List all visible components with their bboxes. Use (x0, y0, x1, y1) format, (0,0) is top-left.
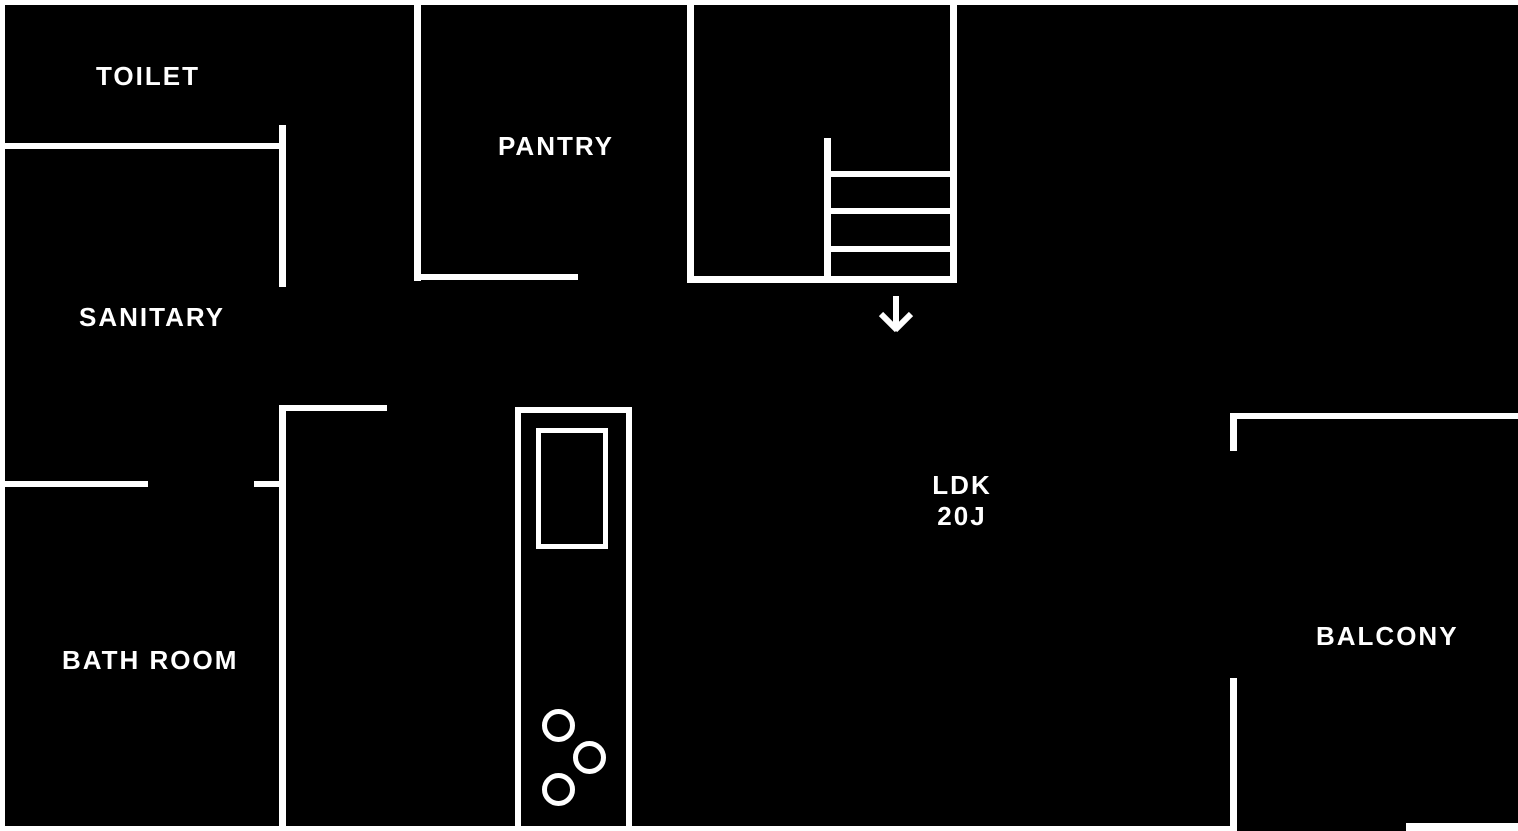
wall-balcony-bottom (1406, 823, 1518, 831)
room-label-balcony: BALCONY (1316, 621, 1459, 651)
wall-pantry-bottom (414, 274, 578, 280)
room-label-ldk: LDK 20J (902, 470, 1022, 532)
room-label-toilet: TOILET (96, 61, 200, 91)
wall-pantry-left (414, 0, 421, 281)
wall-toilet-right (279, 125, 286, 287)
stairs-stringer-line (824, 138, 831, 277)
wall-toilet-bottom (0, 143, 282, 149)
ldk-name: LDK (932, 470, 992, 500)
kitchen-counter-top-edge (515, 407, 632, 413)
wall-sanitary-door-stub (254, 481, 286, 487)
wall-bathroom-right (279, 405, 286, 831)
kitchen-counter-left-edge (515, 407, 521, 826)
kitchen-burner-2 (573, 741, 606, 774)
ldk-size: 20J (937, 501, 987, 531)
stairs-tread-1 (831, 171, 950, 177)
wall-stairwell-bottom (687, 276, 957, 283)
room-label-bathroom: BATH ROOM (62, 645, 239, 675)
wall-sanitary-bottom (0, 481, 148, 487)
wall-balcony-top (1230, 413, 1518, 419)
kitchen-sink (536, 428, 608, 549)
wall-outer-top (0, 0, 1518, 5)
wall-stairwell-left (687, 0, 694, 283)
wall-outer-left (0, 0, 5, 831)
wall-stairwell-right (950, 0, 957, 283)
wall-balcony-left-lower (1230, 678, 1237, 827)
wall-hall-top (279, 405, 387, 411)
room-label-sanitary: SANITARY (79, 302, 225, 332)
stairs-tread-2 (831, 208, 950, 214)
wall-outer-bottom (0, 826, 1237, 831)
stairs-down-arrow-icon (878, 296, 914, 333)
stairs-tread-3 (831, 246, 950, 252)
wall-balcony-left-upper (1230, 413, 1237, 451)
room-label-pantry: PANTRY (498, 131, 614, 161)
kitchen-burner-1 (542, 709, 575, 742)
kitchen-counter-right-edge (626, 407, 632, 826)
kitchen-burner-3 (542, 773, 575, 806)
